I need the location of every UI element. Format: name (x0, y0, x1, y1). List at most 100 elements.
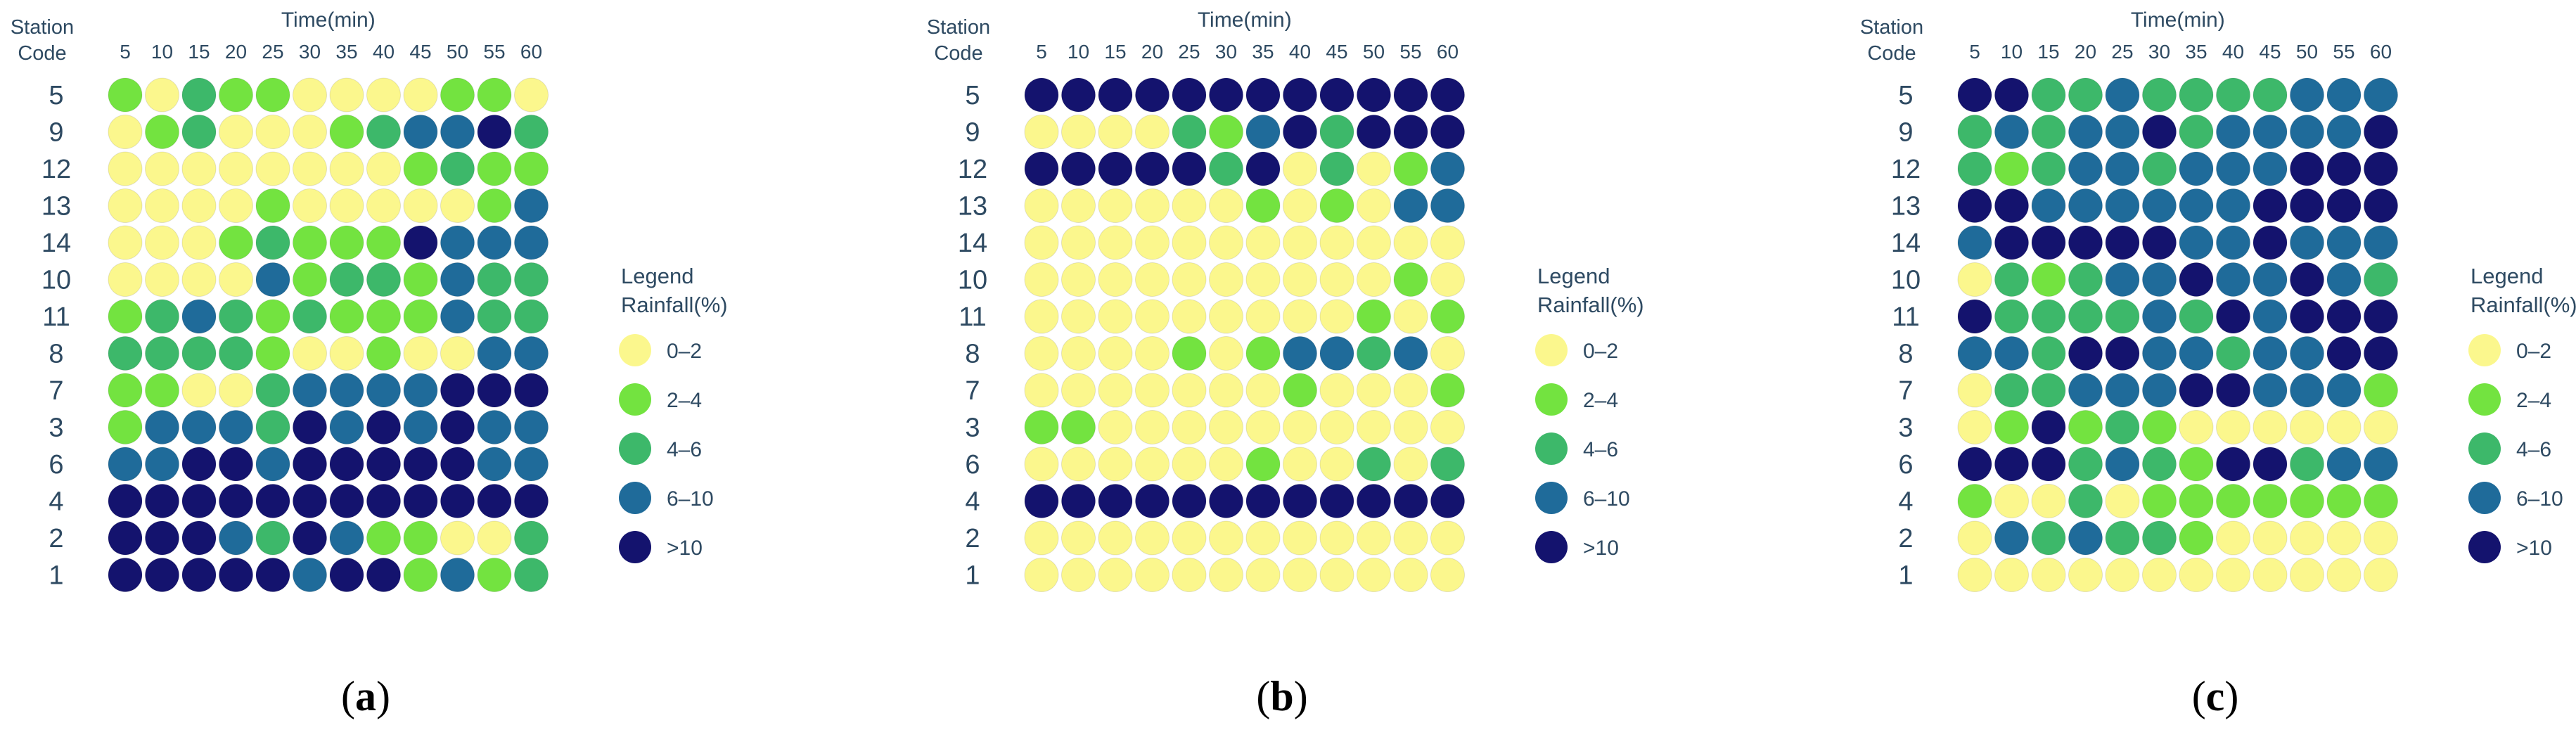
data-dot (1283, 373, 1317, 408)
data-dot (440, 410, 475, 444)
data-dot (2253, 520, 2288, 556)
data-dot (2105, 262, 2140, 297)
data-dot (145, 336, 179, 371)
data-dot (366, 115, 401, 149)
data-dot (514, 520, 549, 556)
data-dot (108, 336, 143, 371)
data-dot (1430, 447, 1465, 482)
x-tick-label: 10 (1068, 41, 1089, 63)
data-dot (440, 115, 475, 149)
data-dot (1393, 115, 1428, 149)
data-dot (1245, 151, 1281, 186)
y-tick-label: 4 (965, 487, 980, 517)
data-dot (293, 188, 327, 223)
data-dot (1245, 188, 1281, 223)
data-dot (2068, 373, 2103, 408)
y-tick-label: 2 (965, 524, 980, 553)
data-dot (1135, 225, 1170, 260)
data-dot (2253, 188, 2288, 223)
data-dot (1319, 558, 1354, 592)
data-dot (1135, 447, 1170, 482)
data-dot (1024, 77, 1059, 113)
data-dot (181, 558, 217, 592)
legend-label: 6–10 (667, 487, 714, 511)
data-dot (2105, 77, 2140, 113)
data-dot (1994, 188, 2029, 223)
data-dot (1245, 336, 1281, 371)
data-dot (1994, 410, 2029, 444)
data-dot (255, 520, 290, 556)
data-dot (1024, 225, 1059, 260)
legend-title: Legend (1537, 264, 1610, 288)
data-dot (1994, 115, 2029, 149)
data-dot (1061, 410, 1096, 444)
data-dot (1430, 262, 1465, 297)
data-dot (2179, 410, 2214, 444)
data-dot (1209, 225, 1243, 260)
y-axis-title-line2: Code (1867, 42, 1916, 65)
data-dot (1319, 410, 1354, 444)
data-dot (1393, 151, 1428, 186)
data-dot (219, 373, 253, 408)
x-tick-label: 35 (2185, 41, 2207, 63)
data-dot (1098, 373, 1133, 408)
y-tick-label: 1 (49, 561, 63, 591)
data-dot (1957, 484, 1992, 518)
data-dot (108, 447, 143, 482)
data-dot (329, 188, 364, 223)
data-dot (329, 151, 364, 186)
y-tick-label: 13 (41, 192, 71, 222)
y-tick-label: 7 (1898, 376, 1913, 406)
data-dot (2031, 484, 2066, 518)
data-dot (2105, 373, 2140, 408)
x-tick-label: 25 (1178, 41, 1200, 63)
y-tick-label: 11 (959, 302, 986, 332)
data-dot (1135, 484, 1170, 518)
data-dot (440, 447, 475, 482)
data-dot (293, 115, 327, 149)
data-dot (219, 151, 253, 186)
data-dot (108, 558, 143, 592)
data-dot (440, 188, 475, 223)
data-dot (1024, 447, 1059, 482)
x-tick-label: 20 (2075, 41, 2096, 63)
data-dot (219, 262, 253, 297)
data-dot (2216, 115, 2250, 149)
data-dot (145, 77, 179, 113)
data-dot (2326, 447, 2362, 482)
x-tick-label: 5 (120, 41, 131, 63)
data-dot (403, 77, 438, 113)
data-dot (219, 225, 253, 260)
data-dot (293, 484, 327, 518)
data-dot (440, 336, 475, 371)
data-dot (219, 299, 253, 334)
data-dot (1098, 151, 1133, 186)
data-dot (2068, 115, 2103, 149)
data-dot (255, 77, 290, 113)
data-dot (2068, 410, 2103, 444)
legend-label: 0–2 (1583, 340, 1618, 363)
data-dot (1209, 188, 1243, 223)
data-dot (2364, 77, 2398, 113)
data-dot (1393, 262, 1428, 297)
data-dot (1319, 225, 1354, 260)
data-dot (1135, 520, 1170, 556)
data-dot (1994, 558, 2029, 592)
x-tick-label: 50 (447, 41, 468, 63)
data-dot (1994, 336, 2029, 371)
data-dot (514, 188, 549, 223)
data-dot (2326, 188, 2362, 223)
data-dot (2326, 115, 2362, 149)
data-dot (2179, 484, 2214, 518)
x-tick-label: 20 (1141, 41, 1163, 63)
data-dot (2216, 410, 2250, 444)
data-dot (477, 447, 512, 482)
data-dot (403, 262, 438, 297)
data-dot (1994, 520, 2029, 556)
data-dot (1061, 115, 1096, 149)
x-tick-label: 5 (1036, 41, 1047, 63)
data-dot (108, 484, 143, 518)
x-tick-label: 30 (1215, 41, 1237, 63)
data-dot (1319, 447, 1354, 482)
data-dot (181, 484, 217, 518)
